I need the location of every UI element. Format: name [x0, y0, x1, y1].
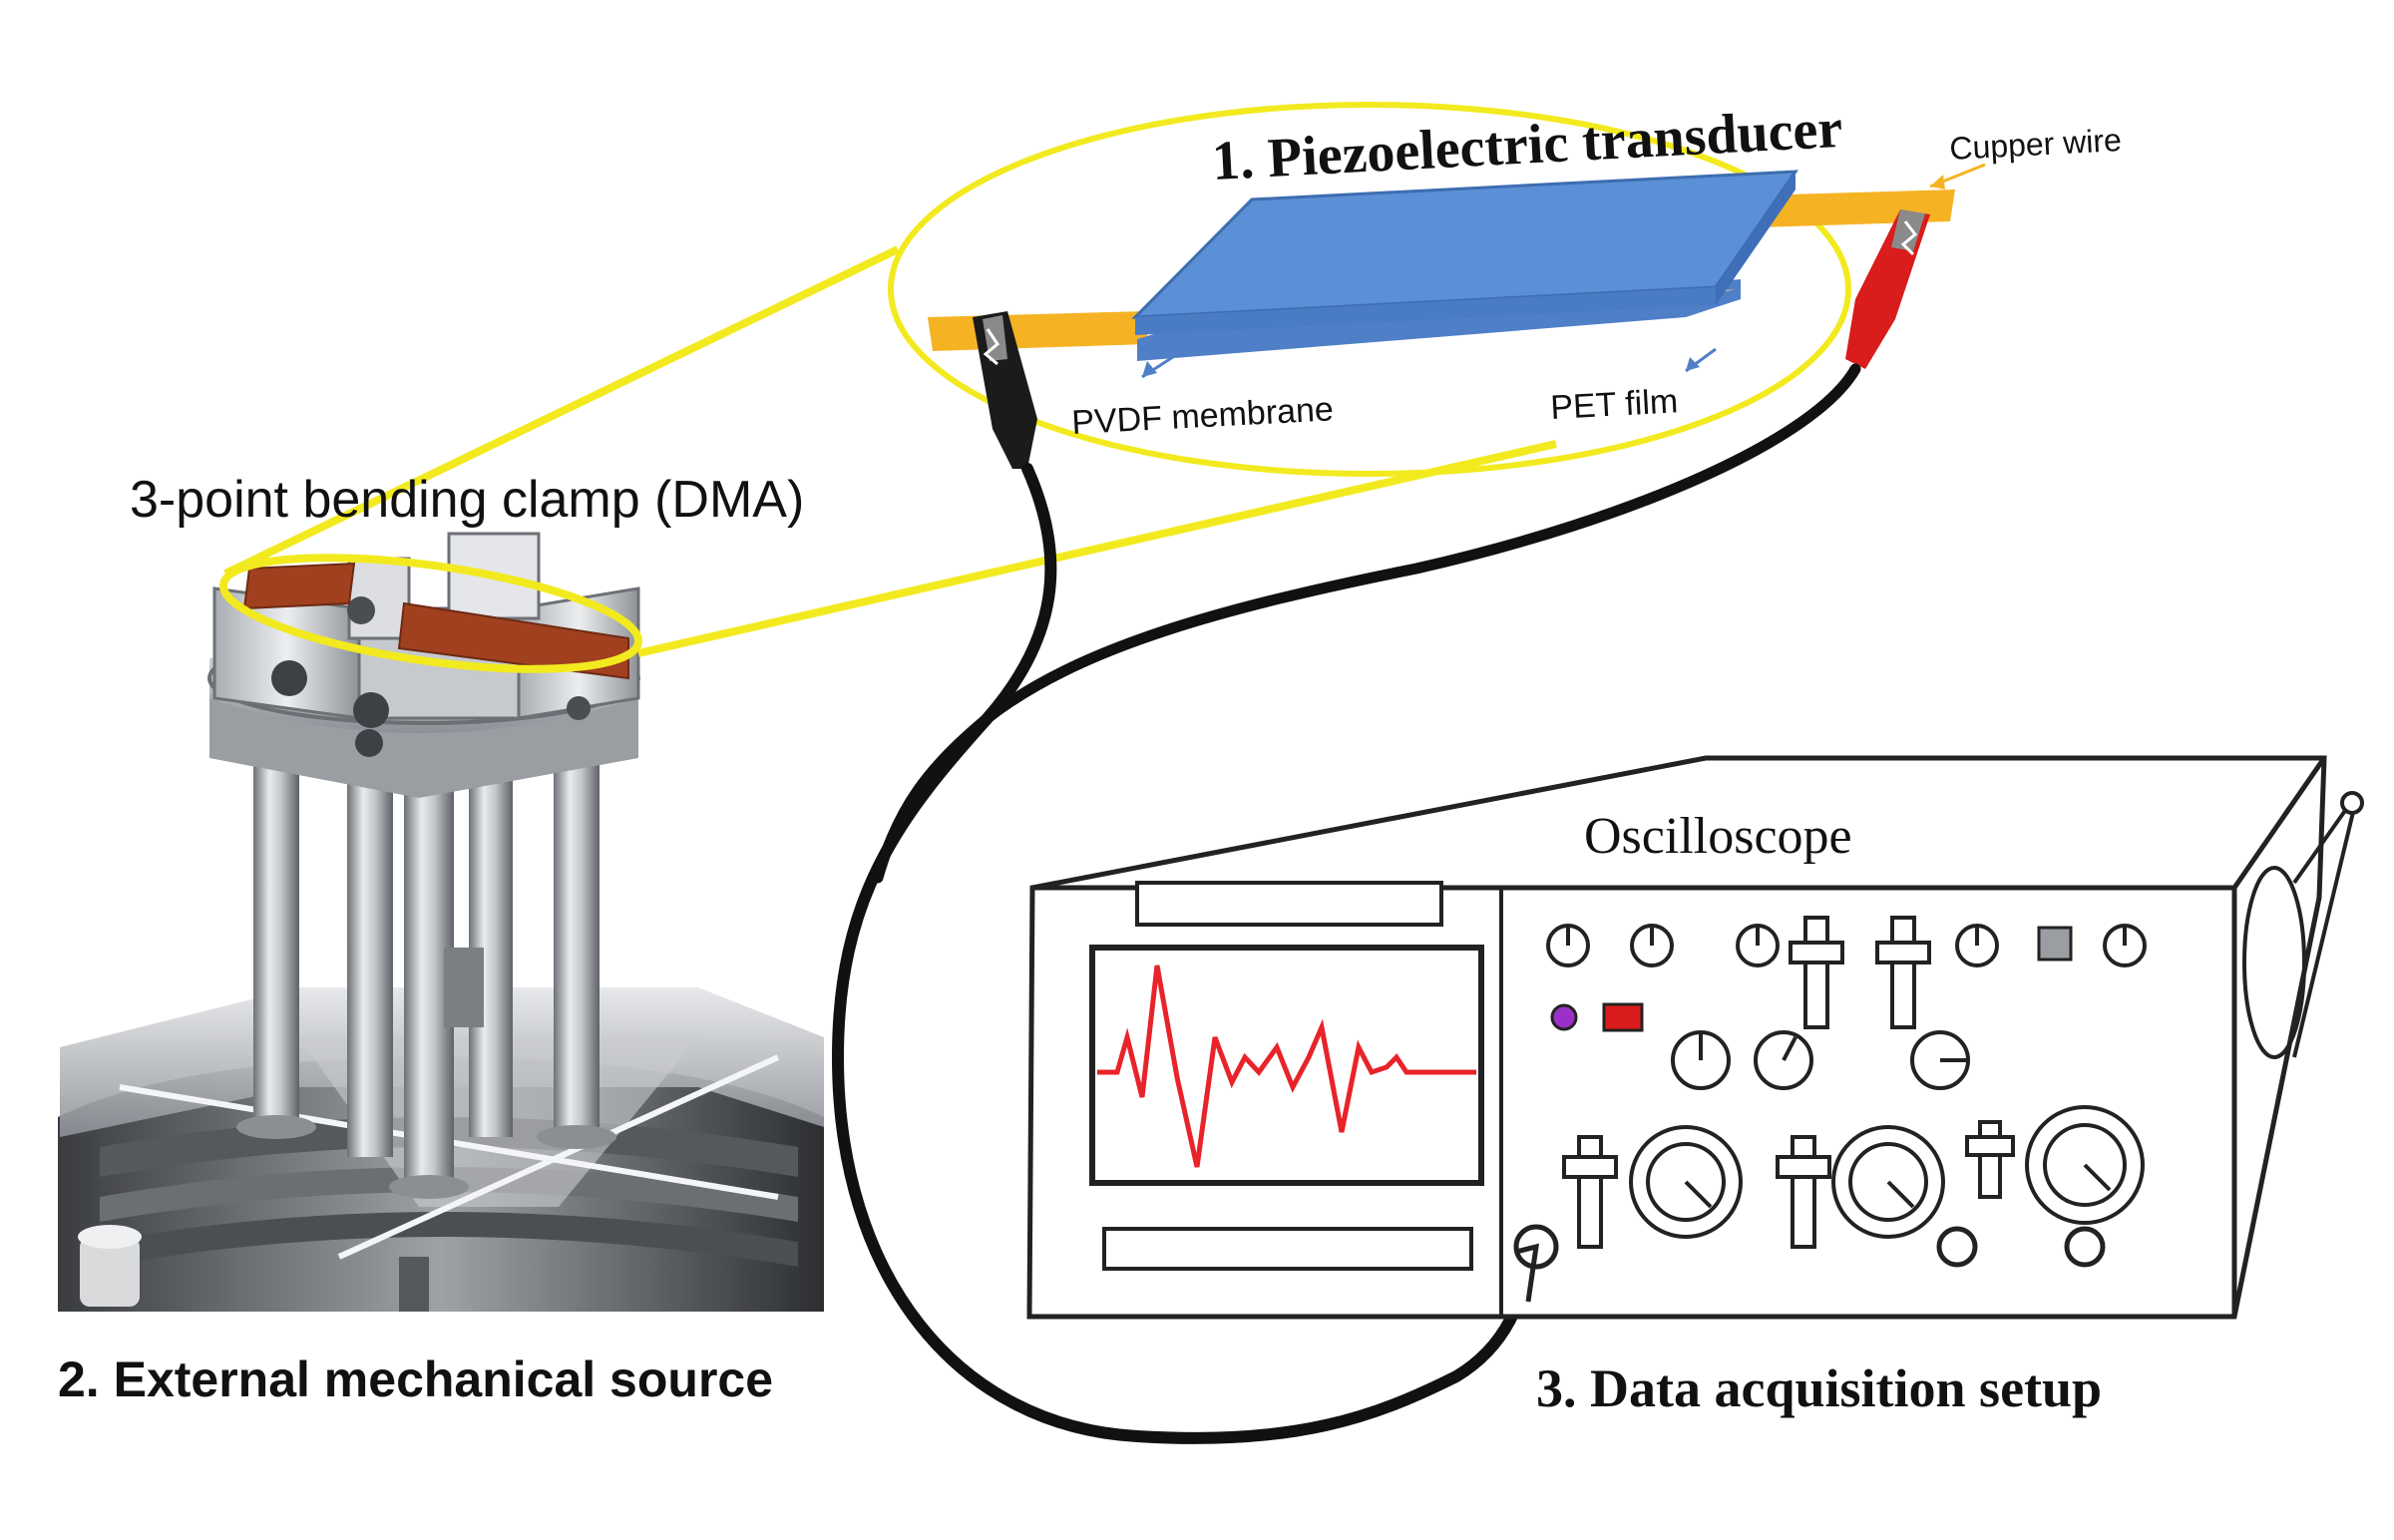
- copper-wire-label: Cupper wire: [1948, 122, 2122, 167]
- purple-indicator: [1550, 1003, 1578, 1031]
- cables: [831, 363, 1861, 1444]
- copper-strip-left: [928, 311, 1147, 351]
- oscilloscope-label: Oscilloscope: [1584, 808, 1852, 865]
- gray-button: [2037, 926, 2073, 962]
- input-jacks: [1513, 1224, 2106, 1270]
- data-acquisition-title: 3. Data acquisition setup: [1536, 1358, 2102, 1418]
- clip-black: [973, 311, 1037, 469]
- signal-trace: [1097, 964, 1476, 1168]
- red-indicator: [1602, 1002, 1644, 1032]
- pet-film-top-edge: [1135, 287, 1716, 335]
- bottom-slot: [1102, 1227, 1473, 1271]
- clip-red: [1845, 209, 1930, 369]
- mid-knob-row: [1671, 1030, 1970, 1090]
- dma-clamp-illustration: [58, 409, 824, 1312]
- pvdf-membrane-label: PVDF membrane: [1070, 390, 1334, 442]
- zoom-lines: [223, 245, 1557, 657]
- clamp-title: 3-point bending clamp (DMA): [130, 471, 804, 529]
- top-knob-row: [1546, 924, 2147, 967]
- cable-red-to-scope: [872, 363, 1861, 884]
- pet-film-top-side: [1716, 172, 1796, 305]
- scope-handle: [2242, 866, 2306, 1059]
- clamp-highlight-ellipse: [218, 554, 643, 673]
- transducer-group: [888, 102, 1986, 477]
- slider-controls: [1562, 916, 2015, 1249]
- large-dials: [1629, 1105, 2145, 1239]
- scope-screen: [1089, 945, 1484, 1186]
- mechanical-source-title: 2. External mechanical source: [58, 1351, 773, 1407]
- pet-film-label: PET film: [1549, 382, 1679, 427]
- sample-strips: [242, 562, 629, 680]
- oscilloscope: [1026, 755, 2364, 1320]
- top-slot: [1135, 881, 1443, 927]
- transducer-highlight-ellipse: [888, 102, 1851, 477]
